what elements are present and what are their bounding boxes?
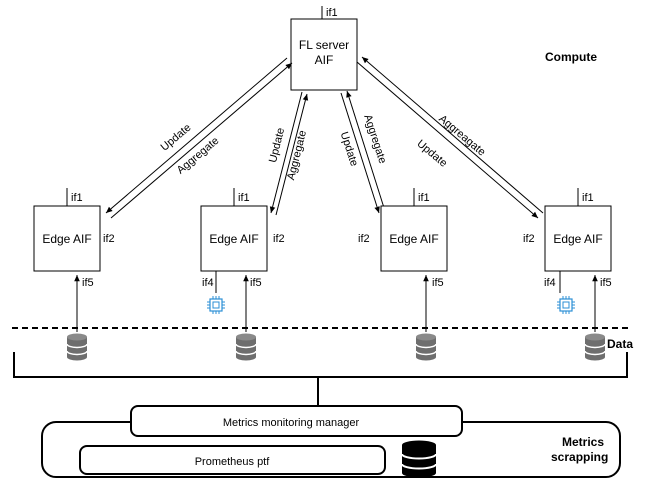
update-label-4: Update [414, 138, 449, 170]
edge4-if1-label: if1 [582, 192, 594, 204]
metrics-monitoring-manager: Metrics monitoring manager [130, 405, 463, 437]
data-label: Data [607, 337, 633, 351]
update-arrow-3 [340, 92, 380, 214]
edge4-label: Edge AIF [553, 232, 602, 246]
edge4-if5-label: if5 [600, 277, 612, 289]
aggregate-arrow-1 [110, 62, 293, 219]
update-arrow-4 [356, 61, 539, 219]
edge1-if5-label: if5 [82, 277, 94, 289]
edge2-if1-label: if1 [238, 192, 250, 204]
aggregate-label-2: Aggregate [285, 129, 309, 181]
database-icon [415, 332, 437, 362]
edge1-if1-label: if1 [71, 192, 83, 204]
aggregate-label-4: Aggreagate [436, 113, 487, 159]
aggregate-label-1: Aggregate [175, 135, 222, 177]
update-arrow-1 [105, 57, 288, 214]
update-label-3: Update [338, 130, 360, 167]
chip-icon [206, 295, 226, 315]
edge3-if5-label: if5 [432, 277, 444, 289]
server-label-line1: FL server [299, 38, 349, 52]
link-server-edge1: Update Aggregate [105, 57, 293, 219]
link-server-edge2: Update Aggregate [267, 91, 309, 216]
database-icon [66, 332, 88, 362]
edge3-label: Edge AIF [389, 232, 438, 246]
update-arrow-2 [269, 91, 303, 214]
chip-icon [556, 295, 576, 315]
link-server-edge3: Update Aggregate [338, 90, 388, 214]
manager-label: Metrics monitoring manager [223, 417, 360, 429]
metrics-label-line2: scrapping [551, 450, 608, 464]
link-server-edge4: Update Aggreagate [356, 56, 544, 219]
edge2-if2-label: if2 [273, 233, 285, 245]
edge2-if4-label: if4 [202, 277, 214, 289]
edge1-if2-label: if2 [103, 233, 115, 245]
edge2-if5-label: if5 [250, 277, 262, 289]
aggregate-arrow-2 [275, 93, 309, 216]
prometheus-label: Prometheus ptf [195, 456, 271, 468]
edge3-if2-label: if2 [358, 233, 370, 245]
metrics-database-icon [401, 440, 437, 478]
database-icon [584, 332, 606, 362]
edge-aif-node-2: if1 Edge AIF if2 if4 if5 [200, 188, 285, 332]
edge4-if2-label: if2 [523, 233, 535, 245]
edge-aif-node-1: if1 Edge AIF if2 if5 [33, 188, 115, 332]
aggregate-label-3: Aggregate [361, 113, 388, 165]
fl-server-node: if1 FL server AIF [290, 6, 358, 91]
aggregate-arrow-3 [346, 90, 386, 212]
edge2-label: Edge AIF [209, 232, 258, 246]
update-label-2: Update [267, 127, 287, 164]
prometheus-ptf: Prometheus ptf [79, 445, 386, 475]
edge3-if1-label: if1 [418, 192, 430, 204]
edge1-label: Edge AIF [42, 232, 91, 246]
server-if1-label: if1 [326, 7, 338, 19]
aggregate-arrow-4 [361, 56, 544, 214]
database-icon [235, 332, 257, 362]
metrics-label-line1: Metrics [562, 435, 604, 449]
edge-aif-node-4: if1 Edge AIF if2 if4 if5 [523, 188, 612, 332]
server-label-line2: AIF [315, 53, 334, 67]
edge4-if4-label: if4 [544, 277, 556, 289]
edge-aif-node-3: if1 Edge AIF if2 if5 [358, 188, 448, 332]
update-label-1: Update [159, 122, 194, 154]
data-bracket [13, 352, 628, 378]
compute-label: Compute [545, 50, 597, 64]
